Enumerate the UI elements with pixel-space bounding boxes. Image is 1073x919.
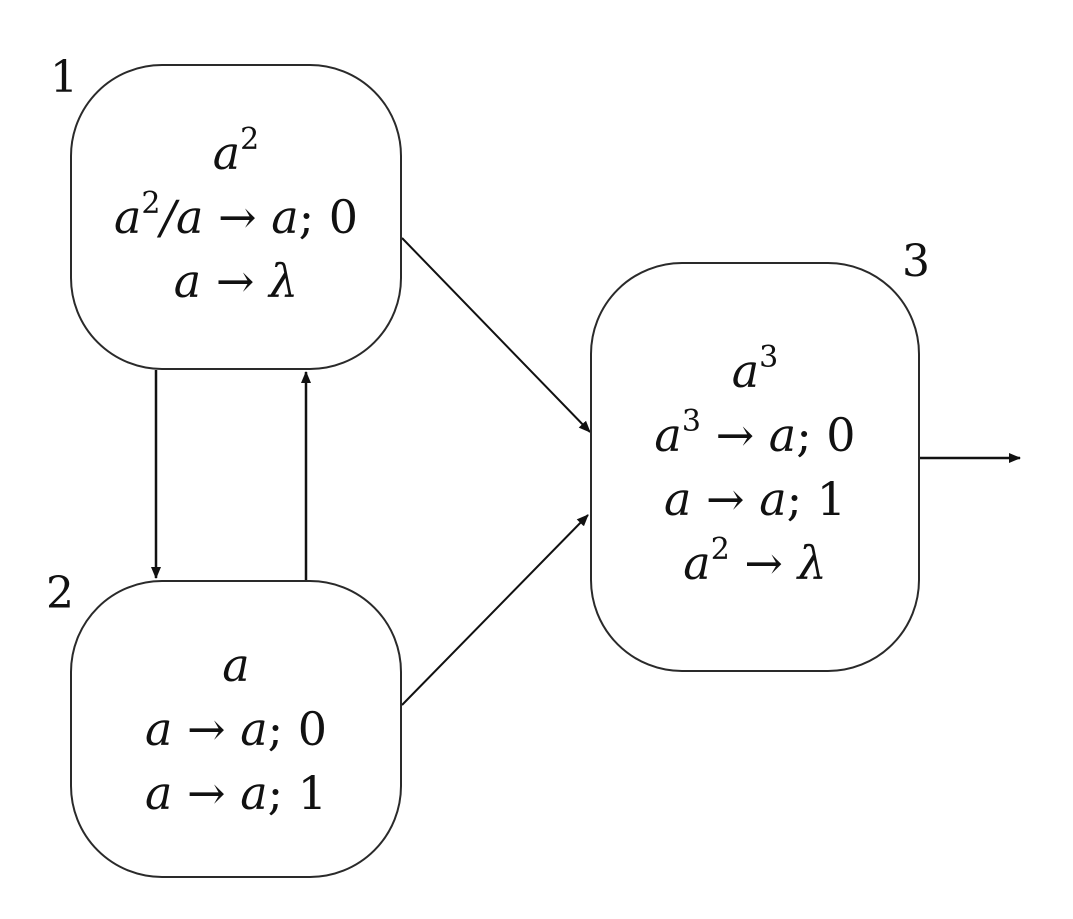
rule-token: λ [797, 536, 827, 590]
rule-token: a [240, 702, 268, 756]
rule-token: a [663, 472, 692, 526]
rule-token: a [113, 190, 142, 244]
rule-token: a [212, 126, 241, 180]
exponent: 2 [141, 186, 161, 221]
rule-token: ; 0 [796, 408, 856, 462]
rule-token: a [759, 472, 787, 526]
neuron-label-3: 3 [902, 236, 930, 287]
exponent: 2 [710, 532, 730, 567]
rule-token: ; 1 [267, 766, 328, 820]
rule-token: a [654, 408, 682, 462]
neuron-spikes: a3 [732, 339, 779, 403]
rule-token: a [683, 536, 711, 590]
rule-token: /a [160, 190, 204, 244]
rule-token: a [240, 766, 268, 820]
rule-token: a [271, 190, 299, 244]
synapse-2-to-3 [401, 514, 589, 706]
rule-token: ; 0 [267, 702, 328, 756]
neuron-rule: a3 → a; 0 [654, 403, 855, 467]
rule-token: ; 1 [786, 472, 847, 526]
rule-token: → [201, 254, 270, 308]
rule-token: a [222, 638, 250, 692]
rule-token: ; 0 [298, 190, 359, 244]
neuron-rule: a2/a → a; 0 [114, 185, 358, 249]
rule-token: a [731, 344, 760, 398]
neuron-spikes: a2 [213, 121, 260, 185]
neuron-rule: a → a; 1 [145, 761, 327, 825]
rule-token: → [172, 702, 241, 756]
rule-token: → [700, 408, 769, 462]
exponent: 2 [240, 122, 260, 157]
synapse-1-to-3 [401, 237, 591, 433]
exponent: 3 [681, 404, 701, 439]
rule-token: a [173, 254, 202, 308]
rule-token: a [144, 702, 173, 756]
neuron-rule: a → λ [174, 249, 298, 313]
neuron-label-1: 1 [50, 52, 78, 103]
rule-token: → [691, 472, 760, 526]
rule-token: → [172, 766, 241, 820]
neuron-label-2: 2 [46, 568, 74, 619]
neuron-rule: a2 → λ [683, 531, 826, 595]
rule-token: λ [269, 254, 299, 308]
neuron-rule: a → a; 1 [664, 467, 846, 531]
rule-token: → [729, 536, 798, 590]
rule-token: a [768, 408, 797, 462]
neuron-rule: a → a; 0 [145, 697, 327, 761]
exponent: 3 [759, 340, 779, 375]
neuron-spikes: a [222, 633, 249, 697]
rule-token: a [144, 766, 173, 820]
rule-token: → [203, 190, 272, 244]
